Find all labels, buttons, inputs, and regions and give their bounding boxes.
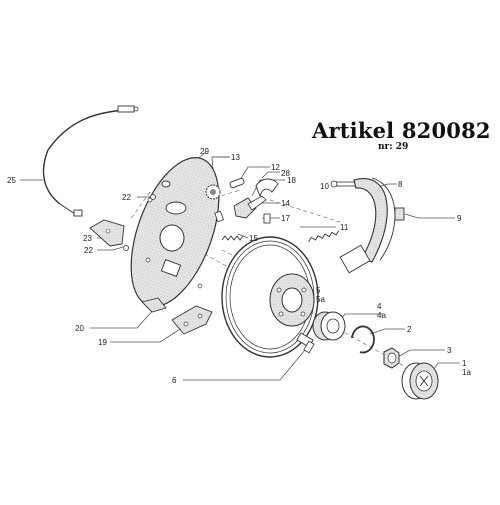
part-22-nut-upper <box>150 194 156 200</box>
label-19: 19 <box>98 338 107 347</box>
label-1: 1 <box>462 359 467 368</box>
part-11-spring <box>308 230 340 242</box>
label-6: 6 <box>172 376 177 385</box>
label-5: 5 <box>316 286 321 295</box>
label-12: 12 <box>271 163 280 172</box>
label-8: 8 <box>398 180 403 189</box>
label-20: 20 <box>75 324 84 333</box>
label-1a: 1a <box>462 368 471 377</box>
label-13: 13 <box>231 153 240 162</box>
label-28: 28 <box>281 169 290 178</box>
part-9-clip <box>394 207 405 221</box>
label-4: 4 <box>377 302 382 311</box>
part-6-wheel-bolt <box>296 332 315 354</box>
backing-plate <box>130 157 220 307</box>
part-22-nut-lower <box>123 245 129 251</box>
part-23-lever <box>89 219 125 247</box>
label-14: 14 <box>281 199 290 208</box>
label-22-lower: 22 <box>84 246 93 255</box>
label-9: 9 <box>457 214 462 223</box>
leader-lines <box>20 151 460 381</box>
part-8-brake-shoe <box>339 177 396 274</box>
part-4-bearing <box>312 311 346 341</box>
label-3: 3 <box>447 346 452 355</box>
label-10: 10 <box>320 182 329 191</box>
part-20-bracket <box>141 297 167 313</box>
part-28-lever <box>255 178 279 198</box>
part-5-brake-drum <box>221 236 319 358</box>
label-11: 11 <box>340 223 349 232</box>
label-4a: 4a <box>377 311 386 320</box>
part-18-clip <box>247 195 267 211</box>
part-labels: 25 29 13 12 28 18 14 17 15 22 23 22 10 8… <box>7 147 471 385</box>
article-number: nr: 29 <box>378 142 409 152</box>
part-1-hub-cap <box>401 362 439 400</box>
part-19-expander <box>171 305 213 335</box>
part-10-bolt <box>330 180 357 188</box>
brake-cable <box>42 105 139 217</box>
article-title: Artikel 820082 <box>312 118 491 143</box>
part-12-pin <box>229 177 245 189</box>
label-5a: 5a <box>316 295 325 304</box>
label-15: 15 <box>249 234 258 243</box>
label-22-upper: 22 <box>122 193 131 202</box>
adjuster-pin <box>214 210 225 223</box>
part-3-nut <box>383 347 400 369</box>
part-15-spring <box>221 235 244 241</box>
label-2: 2 <box>407 325 412 334</box>
label-17: 17 <box>281 214 290 223</box>
label-18: 18 <box>287 176 296 185</box>
part-29-cap <box>161 180 171 188</box>
part-13-adjuster <box>205 184 221 200</box>
part-2-circlip <box>351 325 375 354</box>
label-25: 25 <box>7 176 16 185</box>
label-23: 23 <box>83 234 92 243</box>
part-17-screw <box>263 213 271 224</box>
label-29: 29 <box>200 147 209 156</box>
